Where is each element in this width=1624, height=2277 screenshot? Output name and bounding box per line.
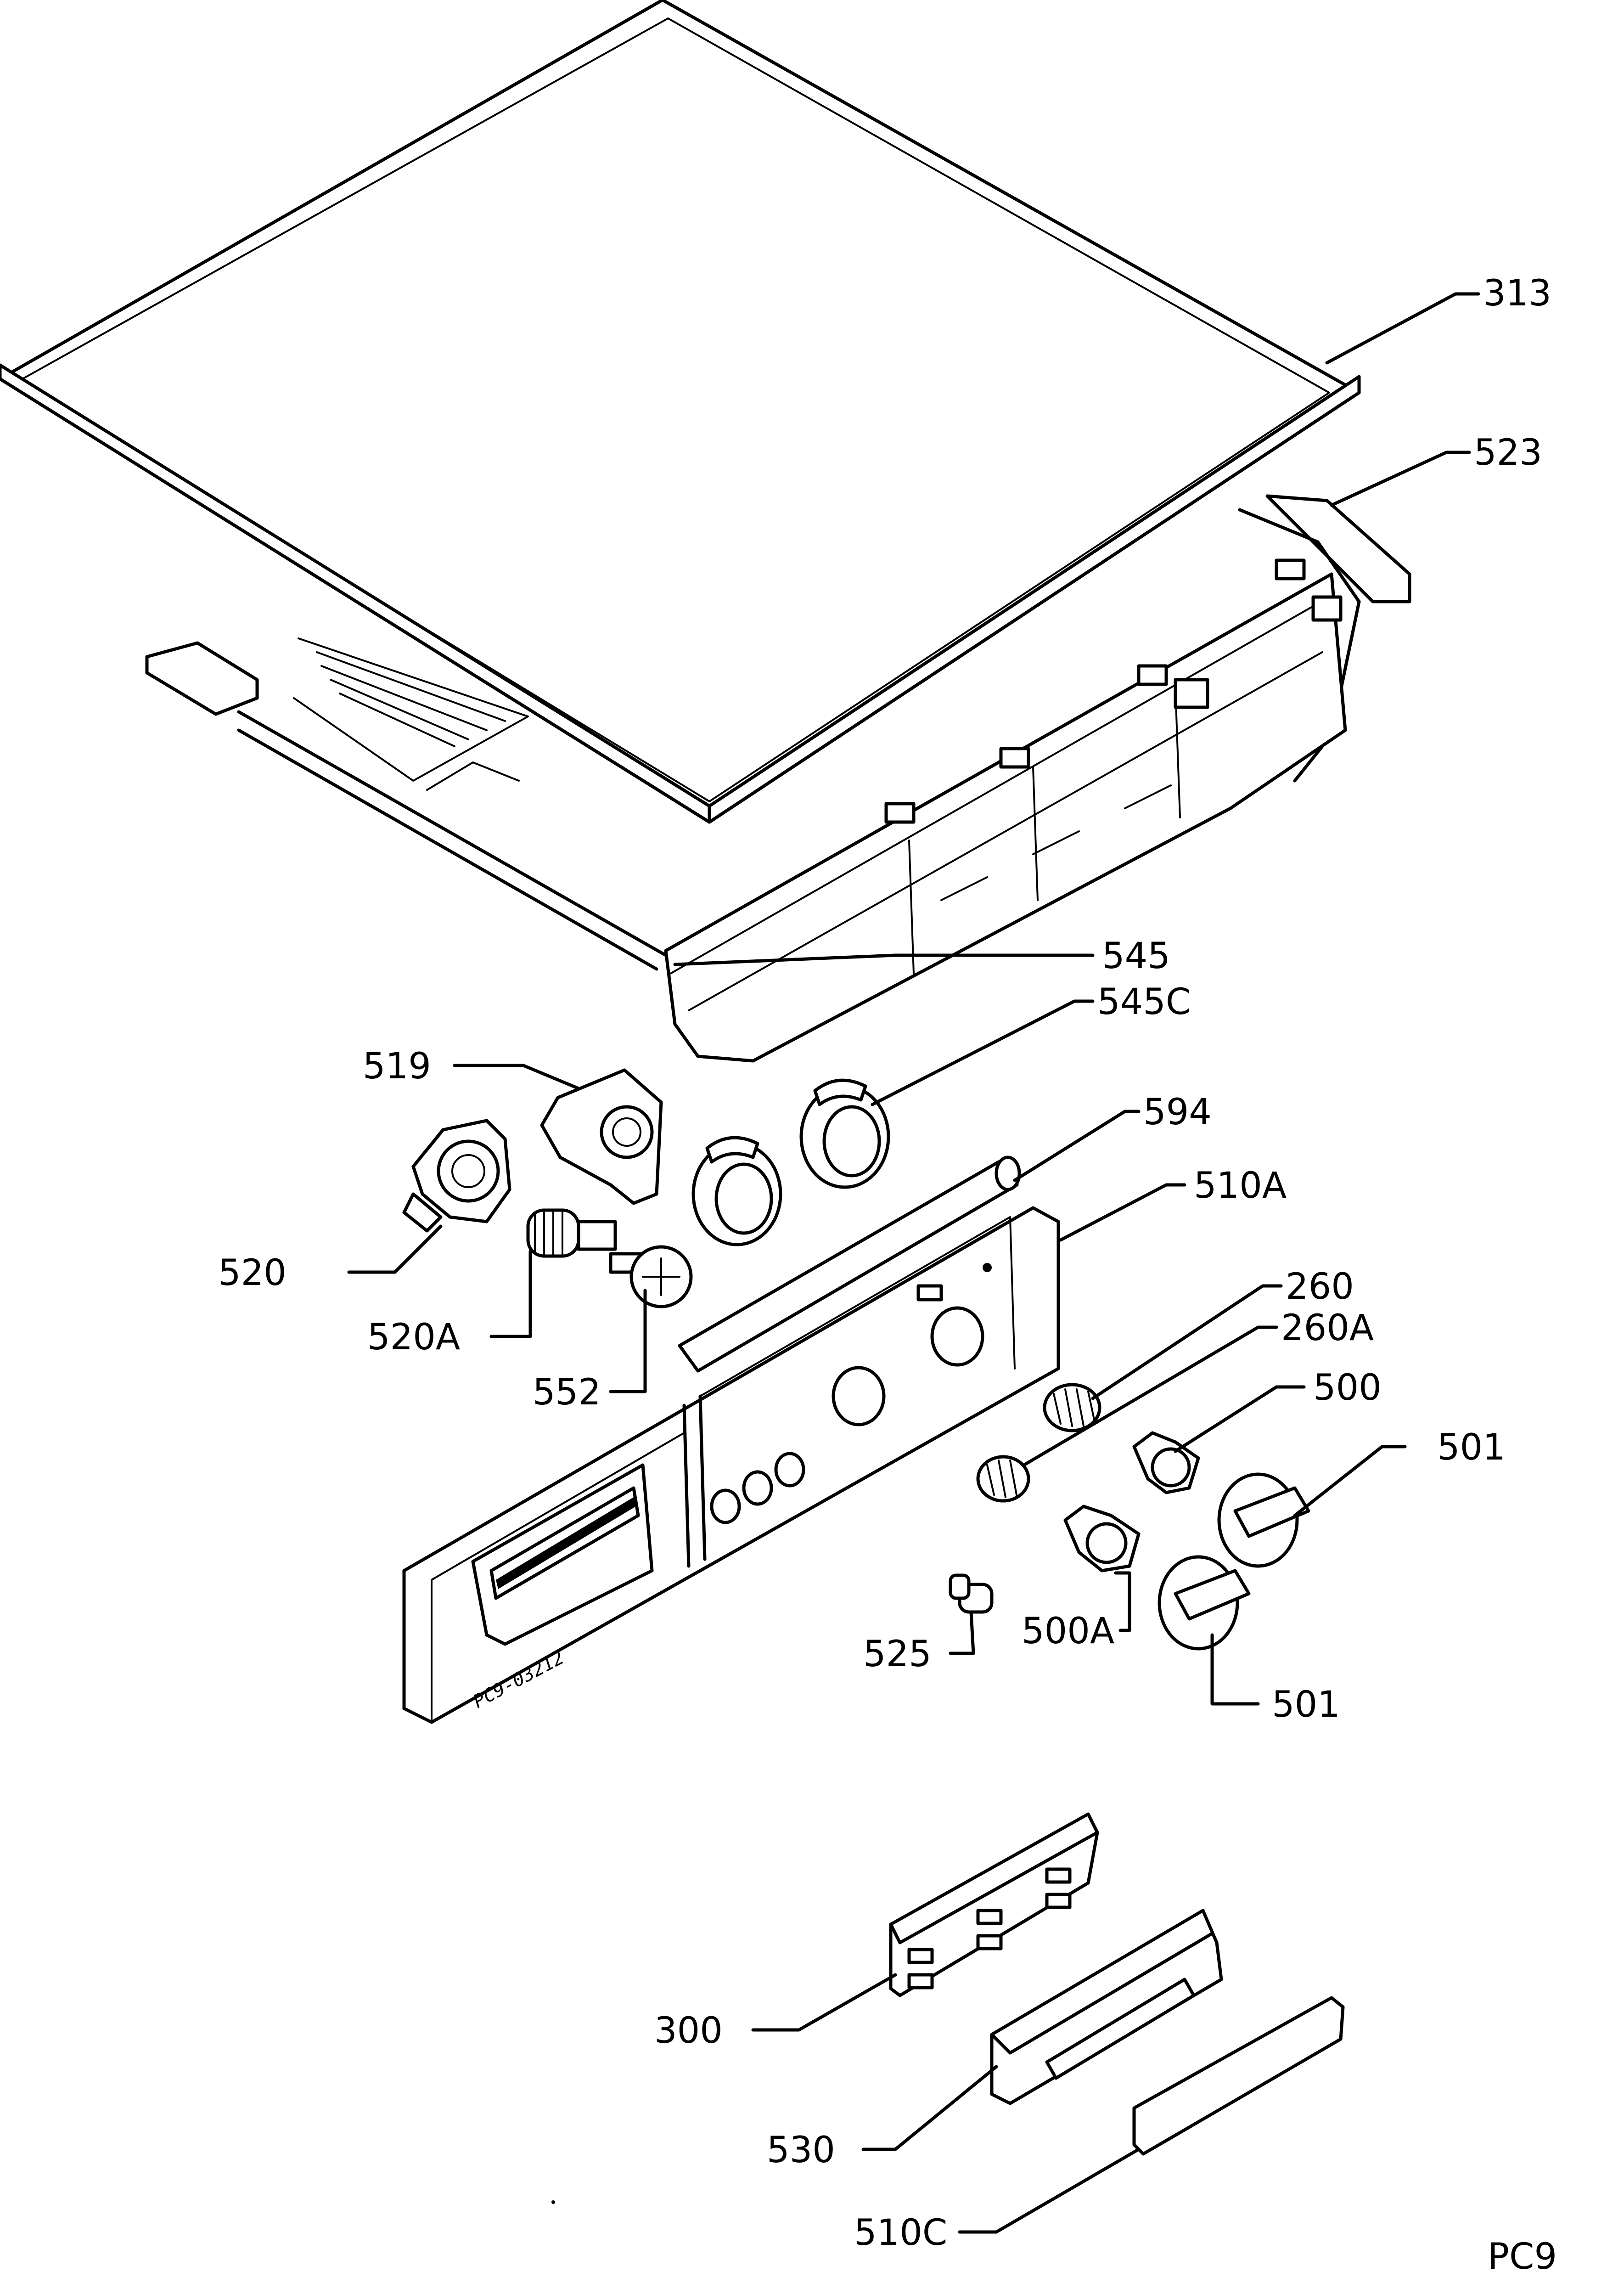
- knob-501-lower: [1158, 1555, 1251, 1651]
- ring-545: [691, 1136, 782, 1246]
- handle-530: [990, 1909, 1223, 2105]
- label-510A: 510A: [1194, 1165, 1287, 1206]
- label-520: 520: [218, 1252, 287, 1294]
- page-code: PC9: [1488, 2236, 1557, 2277]
- label-500A: 500A: [1022, 1611, 1114, 1652]
- knob-552: [609, 1245, 693, 1308]
- pin-525: [949, 1573, 994, 1614]
- cam-wheel-520: [402, 1119, 511, 1233]
- label-519: 519: [363, 1046, 431, 1087]
- label-501-upper: 501: [1437, 1427, 1506, 1468]
- leader-lines: [347, 292, 1480, 2234]
- label-545C: 545C: [1097, 981, 1191, 1023]
- control-panel-510A: [402, 1206, 1060, 1724]
- knob-501-upper: [1217, 1472, 1310, 1568]
- label-523: 523: [1474, 432, 1542, 473]
- spring-260: [1043, 1383, 1101, 1432]
- label-260: 260: [1286, 1266, 1354, 1308]
- label-500: 500: [1313, 1367, 1382, 1409]
- ring-545C: [799, 1078, 890, 1189]
- label-300: 300: [654, 2010, 723, 2052]
- label-260A: 260A: [1281, 1308, 1374, 1349]
- label-545: 545: [1102, 936, 1170, 977]
- label-552: 552: [533, 1372, 601, 1413]
- label-501-lower: 501: [1272, 1684, 1340, 1725]
- speck: [551, 2200, 555, 2204]
- gear-520A: [526, 1208, 617, 1258]
- light-guide-594: [678, 1155, 1021, 1373]
- trim-510C: [1132, 1996, 1345, 2156]
- label-525: 525: [863, 1634, 932, 1675]
- part-labels: 313 523 545 545C 519 594 510A 520 520A 2…: [218, 273, 1557, 2277]
- hinge-plate-300: [889, 1812, 1099, 1997]
- selector-bracket-519: [540, 1068, 663, 1205]
- label-594: 594: [1143, 1092, 1212, 1133]
- label-313: 313: [1483, 273, 1551, 314]
- spring-260A: [976, 1455, 1030, 1503]
- worktop-313: [0, 0, 1361, 824]
- label-520A: 520A: [367, 1317, 460, 1358]
- label-510C: 510C: [854, 2212, 947, 2254]
- frame-523: [145, 494, 1411, 1063]
- knob-insert-500A: [1063, 1505, 1141, 1572]
- label-530: 530: [767, 2130, 835, 2171]
